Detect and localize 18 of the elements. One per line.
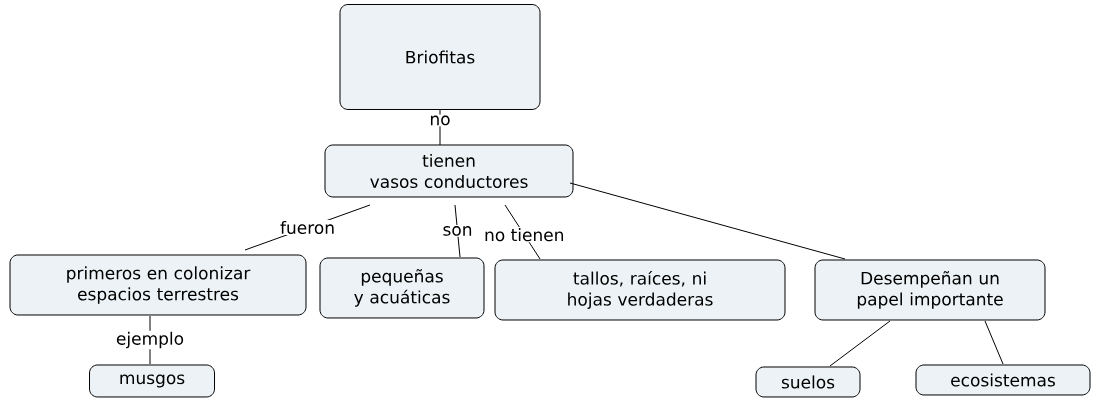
connector-line [439, 109, 441, 146]
concept-box: suelos [755, 366, 861, 398]
concept-box: musgos [89, 364, 215, 398]
connector-line [829, 320, 891, 367]
concept-box: tienen vasos conductores [324, 144, 574, 198]
concept-box: Briofitas [339, 4, 541, 110]
edge-label: no [430, 115, 450, 126]
edge-label: son [443, 226, 472, 236]
concept-box: Desempeñan un papel importante [814, 259, 1046, 321]
concept-box: tallos, raíces, ni hojas verdaderas [494, 259, 786, 321]
edge-label: no tienen [485, 228, 563, 242]
edge-label: fueron [280, 220, 334, 235]
concept-box: pequeñas y acuáticas [319, 257, 485, 319]
concept-box: primeros en colonizar espacios terrestres [9, 254, 307, 316]
edge-label: ejemplo [116, 331, 184, 349]
concept-box: ecosistemas [915, 364, 1091, 396]
connector-line [569, 182, 846, 260]
connector-line [984, 320, 1004, 365]
